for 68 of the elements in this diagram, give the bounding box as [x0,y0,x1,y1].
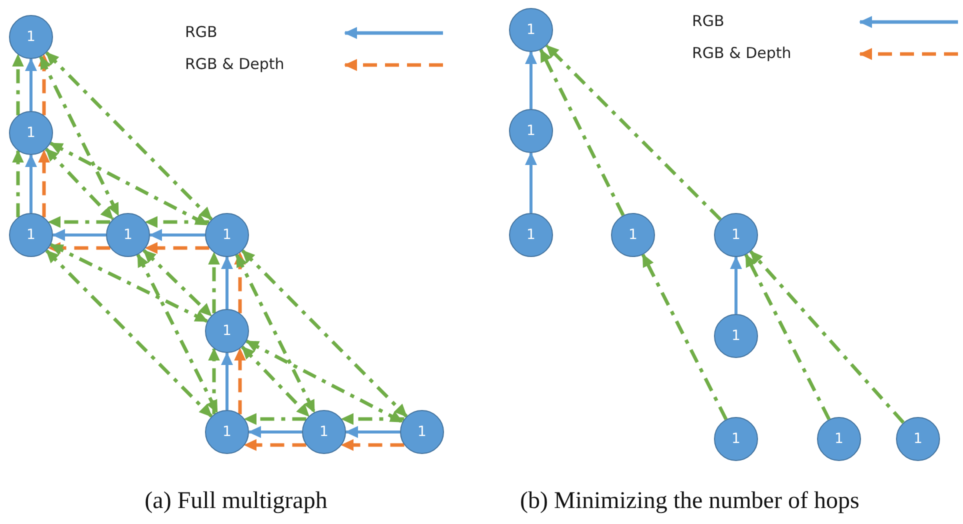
node-circle: 1 [509,109,553,153]
arrow [149,229,205,241]
arrow [730,256,742,314]
arrow [48,216,110,228]
arrow [45,249,213,418]
arrow [208,348,220,414]
node-circle: 1 [205,309,249,353]
arrow [50,243,208,323]
legend-text: RGB [185,23,218,41]
arrow [136,254,219,414]
arrow [240,346,310,418]
arrow [545,44,722,221]
arrow [208,252,220,314]
arrow [244,439,306,451]
arrow [38,54,50,116]
node-circle: 1 [714,314,758,358]
arrow [525,152,537,213]
arrow [744,254,831,420]
arrow [641,254,728,420]
node-circle: 1 [302,410,346,454]
node-circle: 1 [509,213,553,257]
arrow [221,352,233,410]
arrow [50,142,208,226]
arrow [234,348,246,414]
arrow [144,216,210,228]
legend-text: RGB & Depth [185,55,284,73]
caption: (a) Full multigraph [144,488,328,515]
node-circle: 1 [205,410,249,454]
arrow [235,254,316,414]
node-circle: 1 [400,410,444,454]
node-circle: 1 [896,417,940,461]
arrow [39,56,120,216]
arrow [241,249,408,418]
caption: (b) Minimizing the number of hops [520,488,860,515]
node-circle: 1 [714,417,758,461]
arrow [12,150,24,218]
legend-text: RGB [692,12,724,30]
node-circle: 1 [509,8,553,52]
node-circle: 1 [106,213,150,257]
arrow [12,54,24,116]
arrow [142,249,212,317]
arrow [234,252,246,314]
node-circle: 1 [9,213,53,257]
arrow [340,439,404,451]
arrow [25,58,37,111]
arrow [340,413,404,425]
arrow [52,229,106,241]
arrow [144,242,210,254]
arrow [749,250,905,424]
node-circle: 1 [817,417,861,461]
arrow [525,51,537,109]
arrow [248,426,302,438]
arrow [25,154,37,213]
node-circle: 1 [714,213,758,257]
legend-text: RGB & Depth [692,44,792,62]
arrow [44,148,114,220]
arrow [48,242,110,254]
arrow [221,256,233,309]
node-circle: 1 [205,213,249,257]
arrow [244,413,306,425]
node-circle: 1 [9,111,53,155]
arrow [45,51,213,221]
arrow [345,426,400,438]
node-circle: 1 [9,15,53,59]
arrow [539,48,625,216]
node-circle: 1 [611,213,655,257]
arrow [38,150,50,218]
arrow [246,340,404,424]
